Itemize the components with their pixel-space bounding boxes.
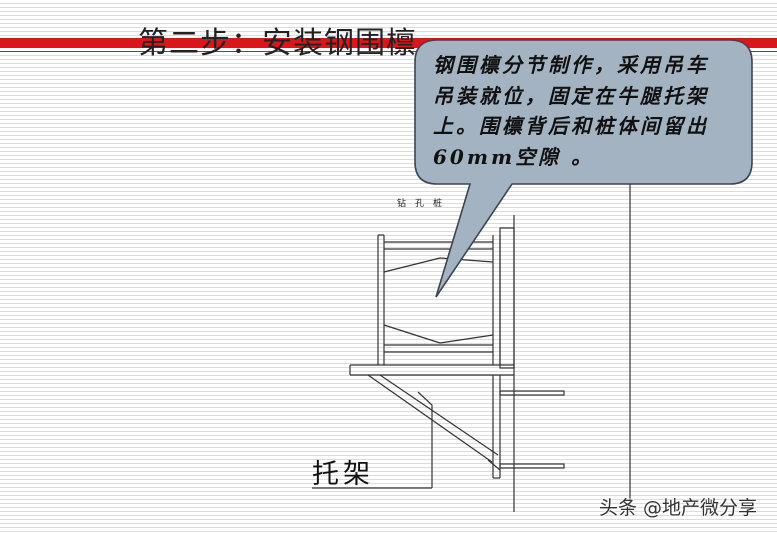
bracket-diagonal-strut [367,374,501,471]
drawing-small-label: 钻 孔 桩 [397,197,442,209]
bracket-top-plate [349,364,514,376]
title-red-bar [0,38,777,48]
anchor-bolts [499,390,565,469]
callout-text: 钢围檩分节制作，采用吊车吊装就位，固定在牛腿托架上。围檩背后和桩体间留出60mm… [433,53,709,169]
watermark-text: 头条 @地产微分享 [599,497,758,519]
bracket-label-leader [417,391,433,488]
title-red-line [0,51,777,52]
callout-shape [414,39,753,298]
bracket-label: 托架 [312,459,374,490]
steel-backing-plate [499,227,515,369]
slide-title: 第二步：安装钢围檩 [138,26,417,61]
